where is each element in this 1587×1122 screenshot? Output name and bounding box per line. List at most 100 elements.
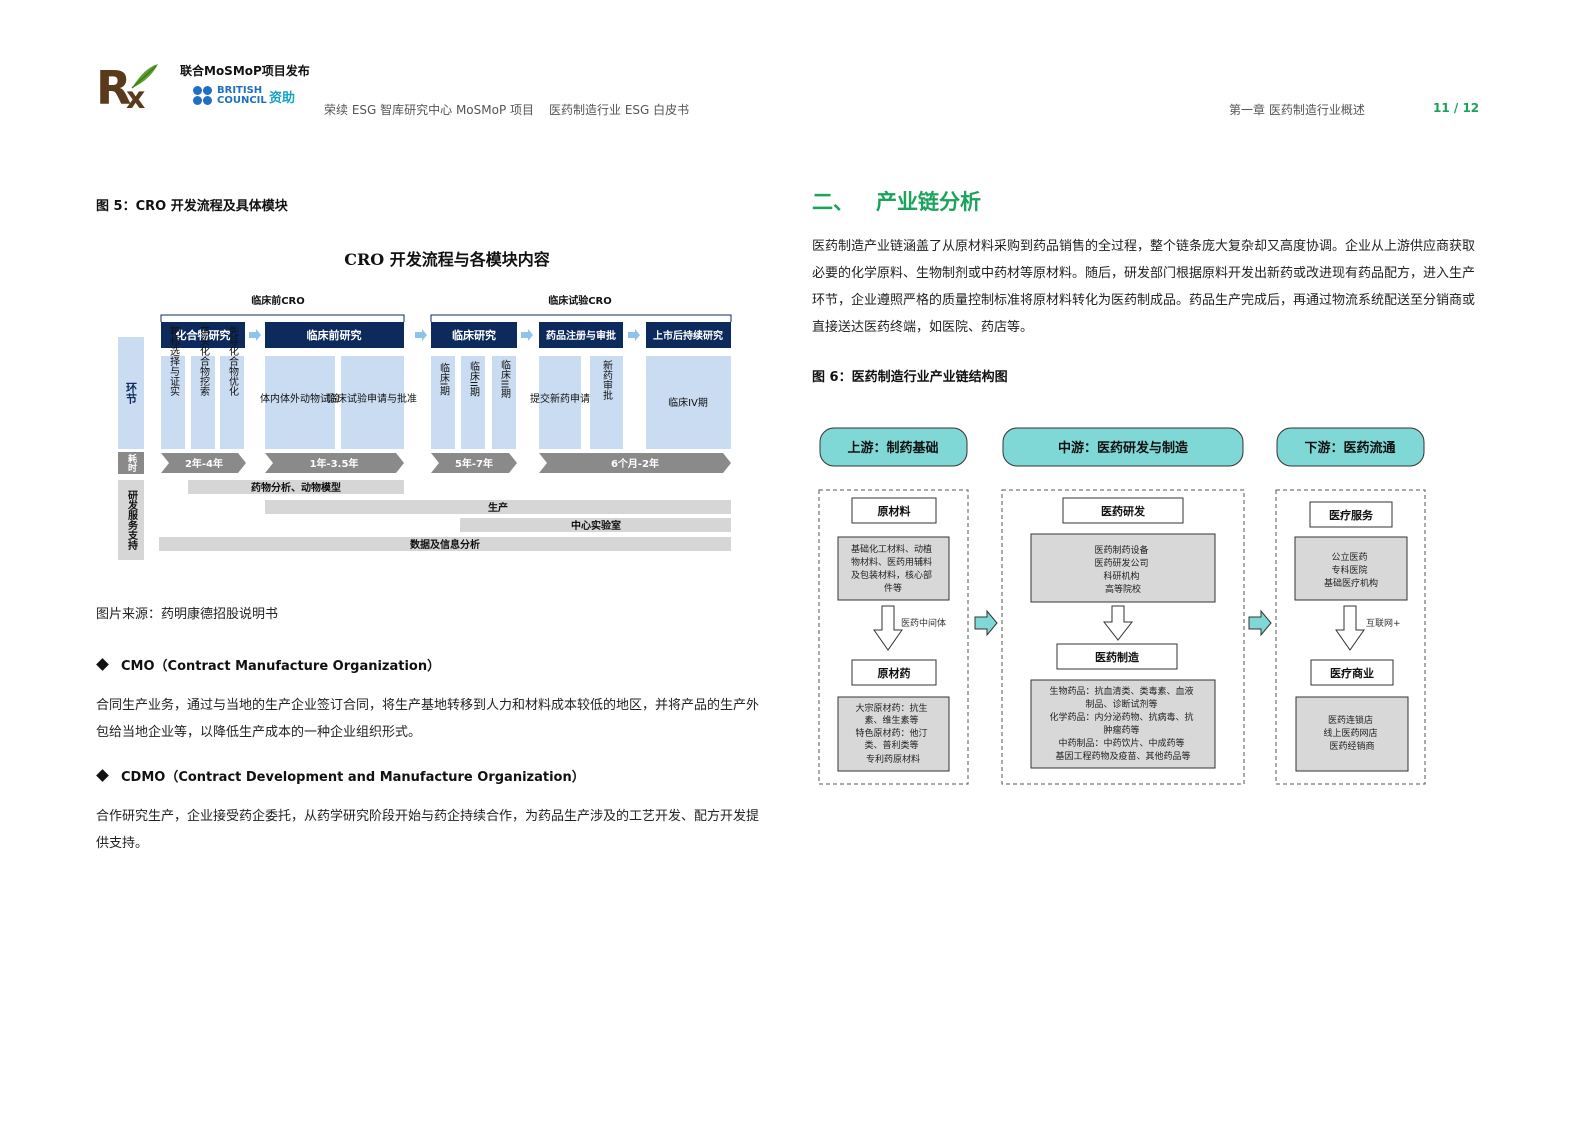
sub-label: 先导化合物优化 bbox=[227, 326, 239, 396]
row-time-label: 耗时 bbox=[126, 453, 137, 473]
support-bar bbox=[265, 500, 731, 514]
right-arrow-icon bbox=[974, 609, 998, 637]
industry-chain-intro: 医药制造产业链涵盖了从原材料采购到药品销售的全过程，整个链条庞大复杂却又高度协调… bbox=[812, 239, 1476, 335]
bracket-clinical bbox=[430, 314, 732, 322]
british-council-dots-icon bbox=[193, 86, 213, 106]
cro-flow-diagram: 临床前CRO 临床试验CRO 环节 耗时 研发服务支持 化合物研究 临床前研究 … bbox=[118, 294, 732, 560]
svg-text:医药研发: 医药研发 bbox=[1101, 504, 1146, 518]
svg-text:上市后持续研究: 上市后持续研究 bbox=[653, 329, 723, 342]
support-label: 药物分析、动物模型 bbox=[251, 481, 341, 494]
downstream-frame bbox=[1275, 489, 1426, 785]
medical-commerce-box bbox=[1310, 659, 1394, 686]
sub-label: 临床II期 bbox=[468, 360, 480, 398]
sub-label: 临床I期 bbox=[438, 361, 450, 396]
svg-text:医疗服务: 医疗服务 bbox=[1329, 508, 1374, 522]
diamond-bullet-icon bbox=[96, 658, 109, 671]
sub-box bbox=[461, 356, 485, 449]
raw-materials-detail bbox=[837, 536, 950, 601]
row-time-bar bbox=[118, 452, 144, 474]
british-council-logo: BRITISH COUNCIL 资助 bbox=[193, 85, 295, 107]
midstream-frame bbox=[1001, 489, 1245, 785]
british-council-line1: BRITISH bbox=[217, 85, 263, 96]
duration-label: 6个月-2年 bbox=[611, 457, 659, 470]
sub-label: 苗头化合物挖索 bbox=[198, 326, 210, 396]
downstream-column: 下游：医药流通 医疗服务 公立医药 专科医院 基础医疗机构 互联网+ 医疗商业 … bbox=[1275, 427, 1426, 785]
sub-box bbox=[220, 356, 244, 449]
funding-label: 资助 bbox=[269, 90, 296, 106]
cmo-heading: CMO（Contract Manufacture Organization） bbox=[96, 655, 440, 674]
svg-text:医药制造: 医药制造 bbox=[1095, 650, 1140, 664]
svg-text:医药连锁店 线上医药网店 医药经销商: 医药连锁店 线上医药网店 医药经销商 bbox=[1324, 714, 1381, 752]
rd-detail bbox=[1030, 533, 1216, 603]
medical-commerce-detail bbox=[1295, 696, 1409, 772]
duration-label: 5年-7年 bbox=[455, 457, 493, 470]
medical-service-box bbox=[1309, 501, 1393, 528]
sub-box bbox=[265, 356, 335, 449]
svg-text:临床研究: 临床研究 bbox=[452, 328, 496, 342]
svg-text:R: R bbox=[96, 61, 131, 110]
down-arrow-icon bbox=[1335, 605, 1365, 651]
sub-label: 体内体外动物试验 bbox=[260, 392, 340, 405]
group-preclinical-label: 临床前CRO bbox=[251, 294, 305, 307]
sub-label: 临床IV期 bbox=[668, 396, 708, 409]
duration-chevron bbox=[265, 453, 404, 473]
svg-text:化合物研究: 化合物研究 bbox=[176, 328, 231, 342]
stage-header-registration: 药品注册与审批 bbox=[539, 322, 623, 348]
upstream-title-pill bbox=[819, 427, 968, 467]
midstream-title: 中游：医药研发与制造 bbox=[1058, 440, 1189, 456]
downstream-title: 下游：医药流通 bbox=[1304, 440, 1395, 456]
header-report-title: 医药制造行业 ESG 白皮书 bbox=[549, 103, 690, 117]
right-arrow-icon bbox=[1248, 609, 1272, 637]
manufacturing-box bbox=[1056, 643, 1178, 670]
section-title: 二、产业链分析 bbox=[812, 190, 981, 214]
sub-label: 提交新药申请 bbox=[530, 392, 590, 405]
stage-arrow-icon bbox=[249, 329, 640, 341]
publisher-line: 联合MoSMoP项目发布 bbox=[180, 64, 310, 78]
upstream-title: 上游：制药基础 bbox=[847, 440, 938, 456]
svg-text:公立医药 专科医院 基础医疗机构: 公立医药 专科医院 基础医疗机构 bbox=[1324, 551, 1378, 589]
support-label: 中心实验室 bbox=[571, 519, 621, 532]
row-support-bar bbox=[118, 480, 144, 560]
midstream-title-pill bbox=[1002, 427, 1244, 467]
upstream-frame bbox=[818, 489, 969, 785]
svg-text:生物药品：抗血清类、类毒素、血液 制品、诊断试剂: 生物药品：抗血清类、类毒素、血液 制品、诊断试剂等 化学药品：内分泌药物、抗病毒… bbox=[1050, 685, 1197, 762]
sub-label: 新药审批 bbox=[601, 359, 613, 400]
api-box bbox=[851, 659, 937, 686]
stage-header-preclinical-research: 临床前研究 bbox=[265, 322, 404, 348]
bracket-preclinical bbox=[160, 314, 405, 322]
downstream-title-pill bbox=[1276, 427, 1425, 467]
downstream-arrow-label: 互联网+ bbox=[1366, 618, 1401, 629]
svg-text:原材药: 原材药 bbox=[878, 666, 911, 680]
stage-header-clinical-research: 临床研究 bbox=[431, 322, 517, 348]
sub-box bbox=[646, 356, 731, 449]
upstream-arrow-label: 医药中间体 bbox=[901, 617, 946, 629]
support-bar bbox=[188, 480, 404, 494]
svg-text:药品注册与审批: 药品注册与审批 bbox=[546, 329, 616, 342]
duration-label: 1年-3.5年 bbox=[310, 457, 359, 470]
down-arrow-icon bbox=[873, 605, 903, 651]
group-clinical-label: 临床试验CRO bbox=[548, 294, 612, 307]
sub-box bbox=[191, 356, 215, 449]
duration-label: 2年-4年 bbox=[185, 457, 223, 470]
sub-box bbox=[539, 356, 581, 449]
support-bar bbox=[159, 537, 731, 551]
duration-chevron bbox=[539, 453, 731, 473]
medical-service-detail bbox=[1294, 536, 1408, 601]
support-label: 生产 bbox=[488, 501, 508, 514]
cdmo-paragraph: 合作研究生产，企业接受药企委托，从药学研究阶段开始与药企持续合作，为药品生产涉及… bbox=[96, 809, 760, 851]
manufacturing-detail bbox=[1030, 679, 1216, 769]
sub-box bbox=[161, 356, 185, 449]
svg-text:x: x bbox=[126, 81, 145, 110]
row-support-label: 研发服务支持 bbox=[126, 490, 139, 551]
midstream-column: 中游：医药研发与制造 医药研发 医药制药设备 医药研发公司 科研机构 高等院校 … bbox=[1001, 427, 1245, 785]
sub-box bbox=[590, 356, 623, 449]
down-arrow-icon bbox=[1102, 605, 1134, 641]
svg-text:大宗原材药：抗生 素、维生素等 特色: 大宗原材药：抗生 素、维生素等 特色原材药：他汀 类、普利类等 专利药原材料 bbox=[856, 702, 931, 765]
figure5-source: 图片来源：药明康德招股说明书 bbox=[96, 607, 279, 622]
diamond-bullet-icon bbox=[96, 769, 109, 782]
rx-logo: R x bbox=[96, 61, 158, 110]
sub-label: 临床试验申请与批准 bbox=[327, 392, 417, 405]
support-bar bbox=[460, 518, 731, 532]
row-stage-label: 环节 bbox=[125, 382, 138, 405]
duration-chevron bbox=[161, 453, 246, 473]
